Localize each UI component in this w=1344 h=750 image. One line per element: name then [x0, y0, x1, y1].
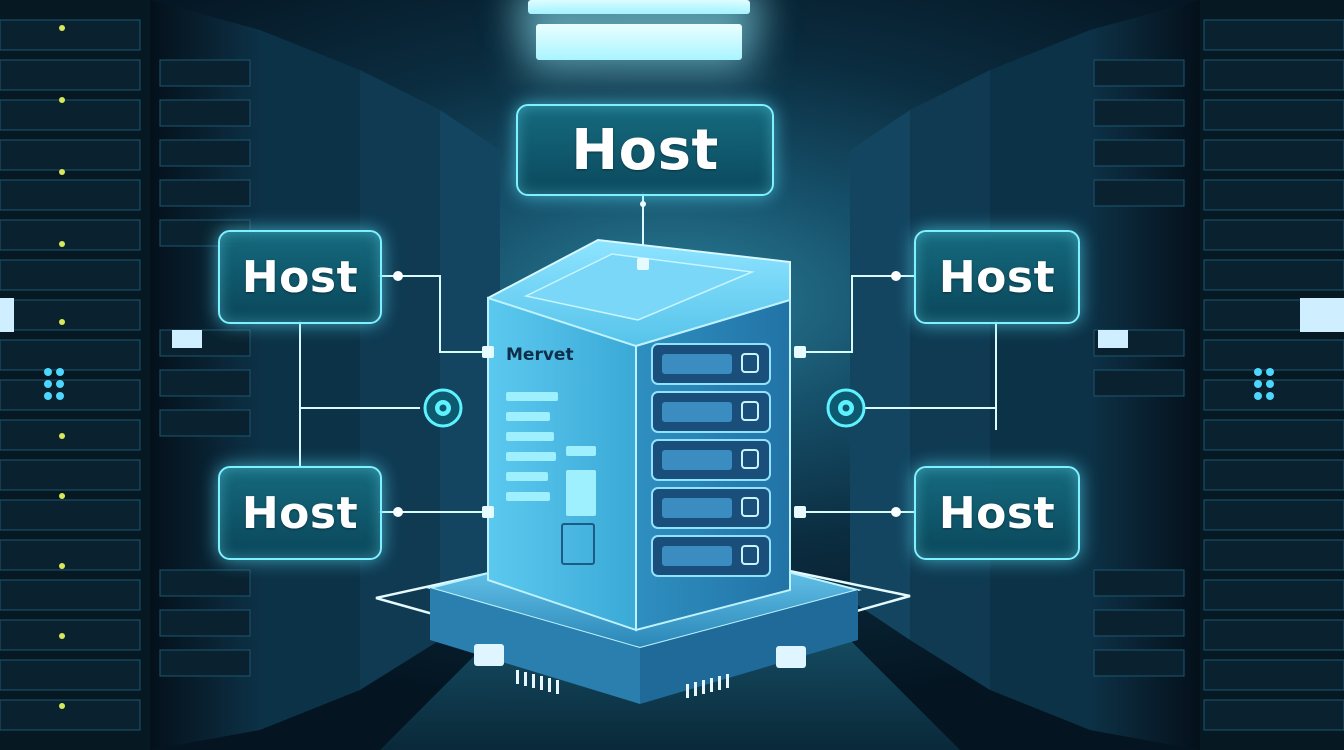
host-node-left-lower: Host: [218, 466, 382, 560]
target-node-icon: [423, 388, 463, 428]
host-node-left-upper: Host: [218, 230, 382, 324]
ceiling-light: [528, 0, 750, 14]
target-node-icon: [826, 388, 866, 428]
host-node-right-lower: Host: [914, 466, 1080, 560]
server-label: Mervet: [506, 345, 574, 365]
host-node-right-upper: Host: [914, 230, 1080, 324]
ceiling-light: [536, 24, 742, 60]
host-node-top: Host: [516, 104, 774, 196]
